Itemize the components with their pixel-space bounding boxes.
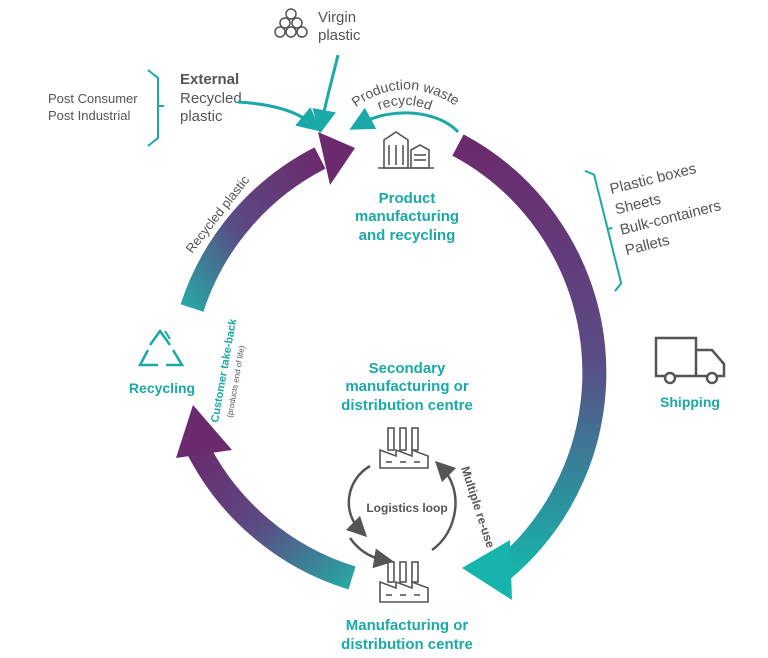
molecule-icon: [274, 8, 308, 38]
production-waste-arrow: [349, 107, 460, 134]
logistics-arrow-right: [431, 460, 457, 552]
external-title: External: [180, 71, 239, 88]
product-mfg-line2: manufacturing: [355, 208, 459, 225]
production-waste-line2: recycled: [375, 92, 435, 113]
manufacturing-line2: distribution centre: [341, 636, 473, 653]
post-consumer-label: Post Consumer: [48, 91, 138, 106]
multiple-reuse-label: Multiple re-use: [458, 465, 498, 550]
truck-icon: [654, 336, 726, 385]
product-mfg-line1: Product: [379, 190, 436, 207]
virgin-plastic-arrow: [312, 54, 340, 134]
outer-cycle-left-top-arrow: [180, 132, 355, 312]
secondary-line3: distribution centre: [341, 397, 473, 414]
secondary-line2: manufacturing or: [345, 378, 469, 395]
external-bracket: [147, 69, 164, 147]
logistics-arrow-bottom: [348, 537, 394, 569]
external-line2: Recycled: [180, 90, 242, 107]
shipping-label: Shipping: [660, 394, 720, 410]
virgin-plastic-line1: Virgin: [318, 9, 356, 26]
manufacturing-line1: Manufacturing or: [346, 617, 469, 634]
products-bracket: [584, 169, 623, 292]
product-mfg-line3: and recycling: [359, 227, 456, 244]
external-line3: plastic: [180, 108, 223, 125]
external-arrow: [237, 100, 322, 132]
secondary-line1: Secondary: [369, 360, 446, 377]
products-list: Plastic boxes Sheets Bulk-containers Pal…: [584, 160, 723, 292]
outer-cycle-right-arrow: [452, 134, 607, 600]
post-industrial-label: Post Industrial: [48, 108, 130, 123]
factory-icon-bottom: [379, 561, 429, 603]
factory-silo-icon: [378, 131, 434, 169]
factory-icon-secondary: [379, 427, 429, 469]
recycle-icon: [137, 328, 185, 367]
virgin-plastic-line2: plastic: [318, 27, 361, 44]
outer-cycle-left-bottom-arrow: [176, 405, 356, 590]
logistics-loop-label: Logistics loop: [366, 501, 447, 515]
recycling-label: Recycling: [129, 380, 195, 396]
logistics-arrow-left: [345, 464, 371, 538]
